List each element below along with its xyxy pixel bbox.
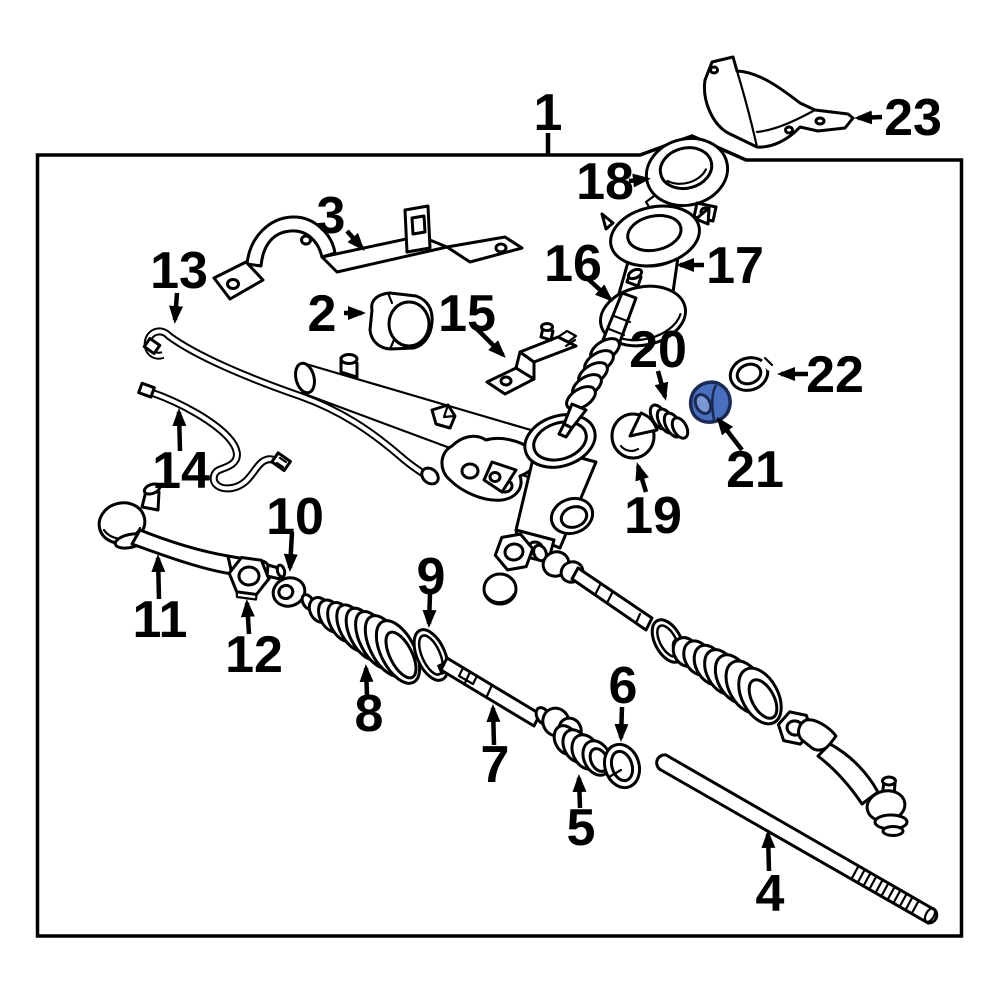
callout-label-7[interactable]: 7 bbox=[481, 736, 510, 794]
callout-label-2[interactable]: 2 bbox=[308, 285, 337, 343]
callout-label-21[interactable]: 21 bbox=[726, 441, 784, 499]
part-20-bushing bbox=[648, 403, 690, 440]
part-3-mount-bracket bbox=[212, 204, 524, 301]
callout-arrow-16 bbox=[585, 276, 613, 302]
callout-arrow-12 bbox=[240, 599, 255, 635]
callout-arrow-13 bbox=[169, 292, 184, 324]
callout-label-8[interactable]: 8 bbox=[355, 685, 384, 743]
callout-arrow-14 bbox=[172, 408, 187, 452]
callout-label-22[interactable]: 22 bbox=[806, 346, 864, 404]
callout-labels: 1 2 3 4 5 6 7 8 9 10 11 12 13 14 15 16 1… bbox=[133, 84, 942, 923]
part-2-mount-bushing bbox=[368, 291, 434, 351]
callout-label-19[interactable]: 19 bbox=[624, 487, 682, 545]
callout-arrow-5 bbox=[572, 774, 587, 809]
callout-label-3[interactable]: 3 bbox=[317, 187, 346, 245]
part-14-return-pipe bbox=[137, 381, 292, 493]
part-8-bellows-boot-left bbox=[300, 593, 422, 685]
part-13-pressure-pipe bbox=[142, 327, 440, 486]
part-12-jam-nut-left bbox=[227, 556, 271, 601]
housing-dust-cap bbox=[482, 572, 518, 606]
part-22-snap-ring bbox=[728, 356, 774, 392]
callout-arrow-10 bbox=[283, 531, 298, 572]
callout-label-17[interactable]: 17 bbox=[706, 237, 764, 295]
callout-label-18[interactable]: 18 bbox=[576, 153, 634, 211]
callout-arrow-20 bbox=[654, 370, 669, 401]
callout-arrow-19 bbox=[635, 462, 649, 493]
callout-arrow-6 bbox=[614, 706, 629, 742]
callout-label-10[interactable]: 10 bbox=[266, 488, 324, 546]
callout-label-11[interactable]: 11 bbox=[133, 591, 188, 649]
part-23-heat-shield bbox=[702, 55, 855, 149]
bellows-boot-right bbox=[671, 636, 783, 726]
callout-label-13[interactable]: 13 bbox=[150, 242, 208, 300]
callout-arrow-11 bbox=[151, 554, 166, 600]
callout-label-14[interactable]: 14 bbox=[152, 442, 210, 500]
callout-label-15[interactable]: 15 bbox=[438, 285, 496, 343]
part-4-rack-bar bbox=[655, 753, 939, 925]
callout-label-5[interactable]: 5 bbox=[567, 799, 596, 857]
callout-arrow-15 bbox=[475, 327, 506, 358]
part-1-gear-housing bbox=[294, 353, 598, 564]
callout-arrow-3 bbox=[345, 229, 365, 251]
callout-arrow-21 bbox=[716, 416, 744, 452]
housing-hex-nut bbox=[493, 532, 535, 572]
callout-label-12[interactable]: 12 bbox=[225, 626, 283, 684]
part-15-bracket bbox=[485, 322, 578, 396]
callout-label-23[interactable]: 23 bbox=[884, 89, 942, 147]
callout-arrow-8 bbox=[359, 664, 374, 696]
inner-tie-rod-right bbox=[532, 543, 654, 632]
part-21-bushing-highlighted[interactable] bbox=[688, 380, 732, 424]
callout-arrow-7 bbox=[486, 704, 501, 746]
callout-label-4[interactable]: 4 bbox=[756, 865, 785, 923]
callout-label-1[interactable]: 1 bbox=[534, 84, 563, 142]
callout-label-9[interactable]: 9 bbox=[417, 548, 446, 606]
callout-label-16[interactable]: 16 bbox=[544, 235, 602, 293]
assembly-boundary bbox=[35, 134, 964, 938]
outer-tie-rod-right bbox=[797, 718, 909, 837]
callout-arrow-18 bbox=[628, 173, 651, 188]
callout-arrows bbox=[151, 110, 883, 872]
callout-arrow-9 bbox=[422, 593, 437, 628]
callout-label-6[interactable]: 6 bbox=[609, 657, 638, 715]
callout-arrow-4 bbox=[761, 830, 776, 872]
part-18-bearing bbox=[644, 136, 730, 223]
callout-arrow-23 bbox=[854, 110, 883, 125]
part-6-o-ring bbox=[602, 742, 642, 790]
callout-label-20[interactable]: 20 bbox=[629, 321, 687, 379]
part-16-input-shaft bbox=[557, 267, 644, 439]
